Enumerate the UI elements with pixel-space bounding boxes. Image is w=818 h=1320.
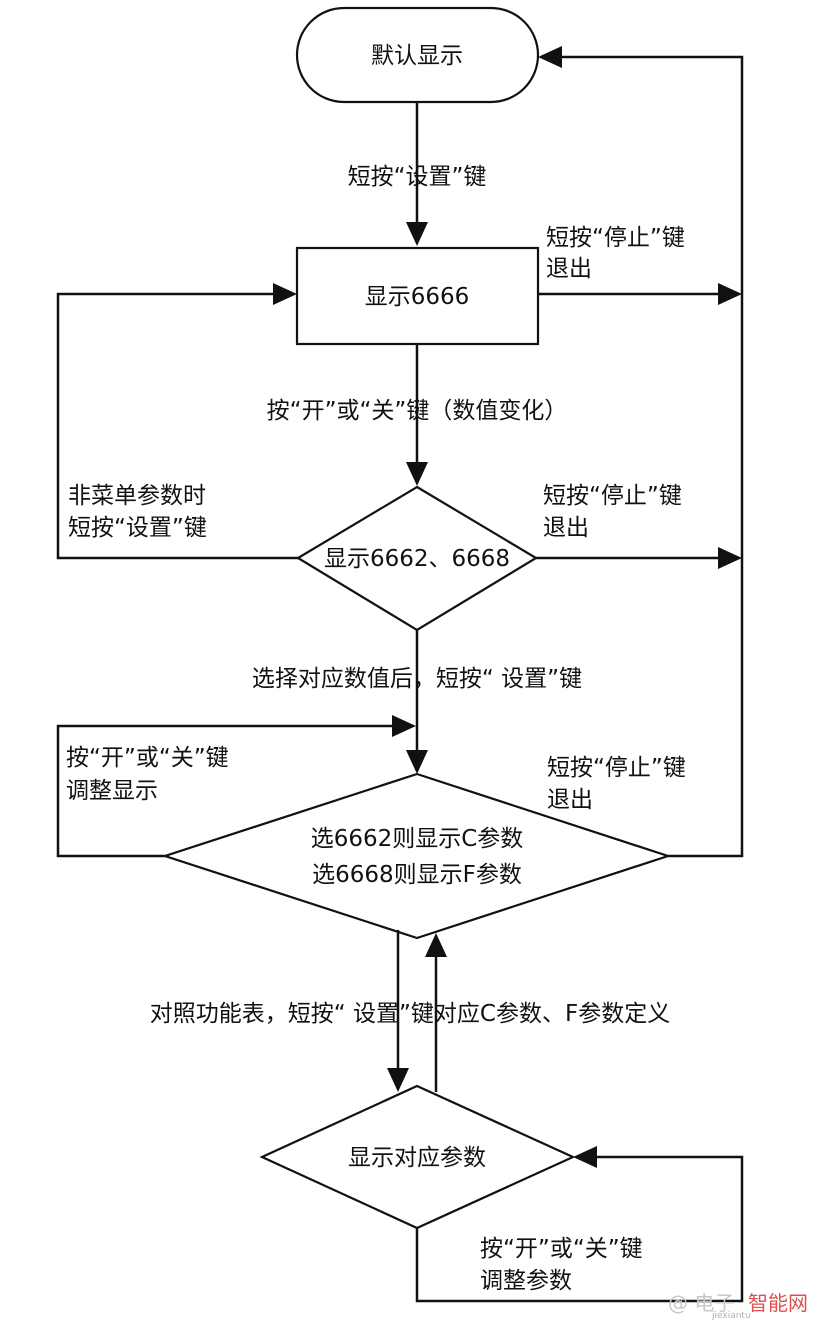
label-adjust-params-l2: 调整参数 <box>480 1268 572 1294</box>
arrowhead <box>718 283 742 305</box>
display-6666-label: 显示6666 <box>365 284 470 310</box>
label-function-table: 对照功能表，短按“ 设置”键对应C参数、F参数定义 <box>150 1001 670 1027</box>
watermark-main: @ 电子 <box>668 1291 734 1315</box>
label-stop-exit-3-l2: 退出 <box>547 787 593 813</box>
select-label-line2: 选6668则显示F参数 <box>312 862 522 888</box>
label-stop-exit-2-l1: 短按“停止”键 <box>543 483 682 509</box>
label-adjust-params-l1: 按“开”或“关”键 <box>480 1236 643 1262</box>
decision-select-param <box>161 772 672 940</box>
label-select-value-set: 选择对应数值后，短按“ 设置”键 <box>252 666 582 692</box>
label-adjust-display-l1: 按“开”或“关”键 <box>66 745 229 771</box>
label-stop-exit-2-l2: 退出 <box>543 515 589 541</box>
arrowhead <box>406 222 428 246</box>
arrowhead <box>718 547 742 569</box>
arrowhead <box>538 46 562 68</box>
select-label-line1: 选6662则显示C参数 <box>311 826 524 852</box>
loop-non-menu <box>56 292 298 560</box>
label-non-menu-l2: 短按“设置”键 <box>68 515 207 541</box>
loop-adjust-display <box>56 724 392 858</box>
arrowhead <box>573 1146 597 1168</box>
label-adjust-display-l2: 调整显示 <box>66 778 158 804</box>
arrowhead <box>273 283 297 305</box>
exit-bus <box>562 55 744 858</box>
arrowhead <box>425 933 447 957</box>
label-stop-exit-1-l1: 短按“停止”键 <box>546 225 685 251</box>
loop-adjust-params <box>415 1155 744 1303</box>
arrowhead <box>406 462 428 486</box>
start-label: 默认显示 <box>371 43 463 69</box>
watermark-small: jiexiantu <box>711 1311 751 1320</box>
label-open-close-value: 按“开”或“关”键（数值变化） <box>267 398 568 424</box>
display-params-label: 显示对应参数 <box>348 1145 486 1171</box>
label-stop-exit-3-l1: 短按“停止”键 <box>547 755 686 781</box>
label-press-set: 短按“设置”键 <box>348 164 487 190</box>
arrowhead <box>392 715 416 737</box>
arrowhead <box>387 1068 409 1092</box>
watermark-red: 智能网 <box>748 1291 808 1315</box>
arrowhead <box>406 750 428 774</box>
watermark: @ 电子 智能网 jiexiantu <box>668 1291 808 1320</box>
display-6666-box <box>295 246 540 346</box>
label-stop-exit-1-l2: 退出 <box>546 256 592 282</box>
label-non-menu-l1: 非菜单参数时 <box>68 483 206 509</box>
decision-6662-6668-label: 显示6662、6668 <box>324 546 510 572</box>
